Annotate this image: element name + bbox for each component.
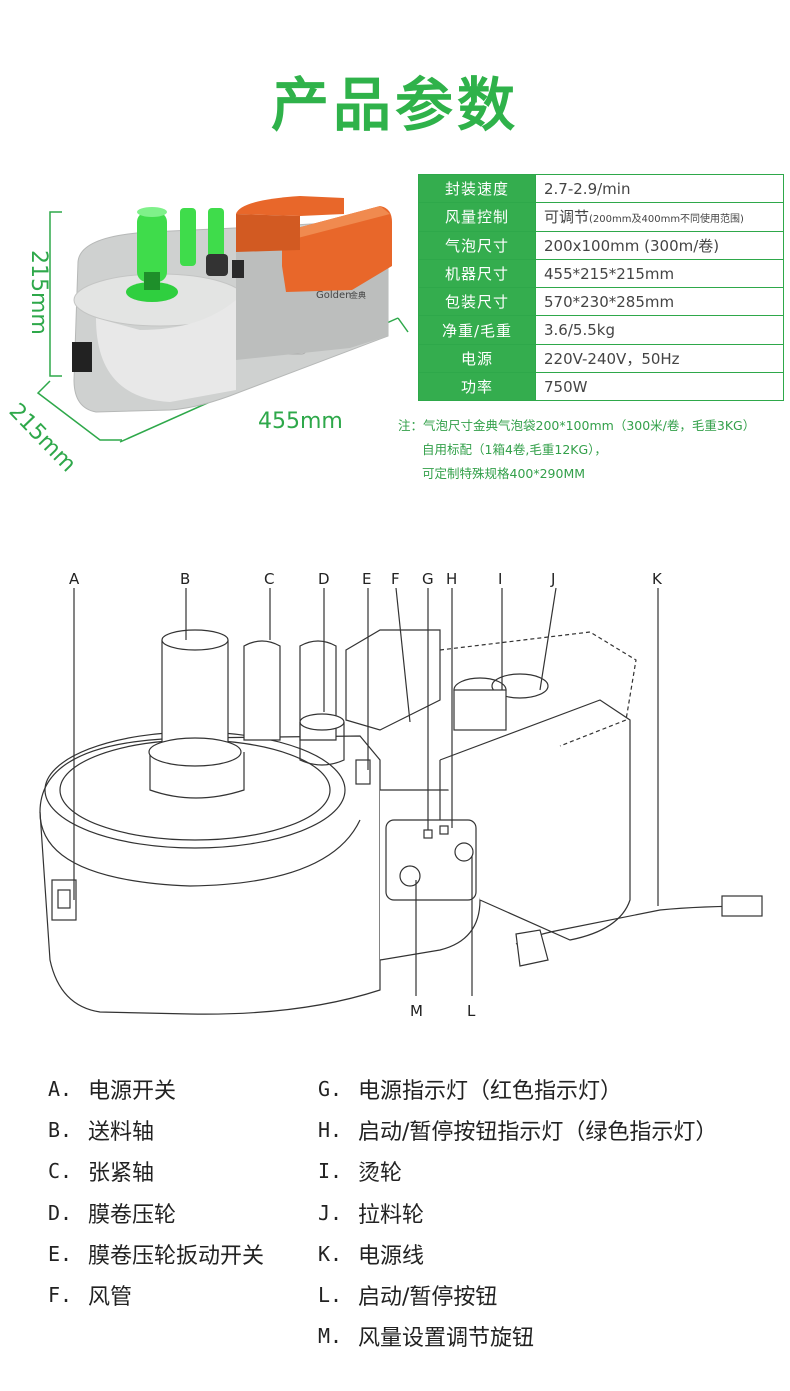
- callout-letter-h: H: [446, 570, 458, 588]
- legend-item: K.电源线: [318, 1241, 425, 1269]
- legend-item: J.拉料轮: [318, 1200, 425, 1228]
- spec-key: 包装尺寸: [418, 287, 536, 317]
- legend-right: G.电源指示灯（红色指示灯） H.启动/暂停按钮指示灯（绿色指示灯） I.烫轮 …: [318, 1068, 717, 1357]
- callout-letter-c: C: [264, 570, 275, 588]
- spec-value: 200x100mm (300m/卷): [535, 230, 784, 260]
- spec-note: (200mm及400mm不同使用范围): [589, 214, 744, 226]
- spec-key: 功率: [418, 372, 536, 402]
- legend-item: L.启动/暂停按钮: [318, 1283, 498, 1311]
- spec-key: 机器尺寸: [418, 258, 536, 289]
- spec-value: 2.7-2.9/min: [535, 173, 784, 204]
- note-line: 注：气泡尺寸金典气泡袋200*100mm（300米/卷，毛重3KG）: [398, 418, 756, 433]
- callout-letter-j: J: [551, 570, 556, 588]
- spec-value: 可调节(200mm及400mm不同使用范围): [535, 202, 784, 232]
- legend-item: D.膜卷压轮: [48, 1200, 177, 1228]
- spec-value: 455*215*215mm: [535, 258, 784, 289]
- legend-left: A.电源开关 B.送料轴 C.张紧轴 D.膜卷压轮 E.膜卷压轮扳动开关 F.风…: [48, 1068, 264, 1316]
- callout-letter-i: I: [498, 570, 503, 588]
- callout-letter-d: D: [318, 570, 330, 588]
- legend-item: M.风量设置调节旋钮: [318, 1324, 535, 1352]
- dimension-width: 455mm: [258, 409, 343, 434]
- callout-letter-f: F: [391, 570, 400, 588]
- spec-key: 风量控制: [418, 202, 536, 232]
- machine-diagram: [39, 587, 763, 1015]
- machine-photo: Golden 金典 215mm 215mm 455mm: [4, 196, 409, 477]
- callout-letter-e: E: [362, 570, 372, 588]
- legend-item: G.电源指示灯（红色指示灯）: [318, 1076, 623, 1104]
- dimension-depth: 215mm: [4, 399, 81, 477]
- legend-item: F.风管: [48, 1283, 133, 1311]
- callout-letter-l: L: [467, 1002, 476, 1020]
- spec-key: 电源: [418, 343, 536, 374]
- callout-letter-k: K: [652, 570, 662, 588]
- callout-letter-a: A: [69, 570, 80, 588]
- note-line: 自用标配（1箱4卷,毛重12KG），: [422, 442, 607, 457]
- brand-logo: Golden: [316, 290, 351, 301]
- spec-key: 封装速度: [418, 173, 536, 204]
- legend-item: H.启动/暂停按钮指示灯（绿色指示灯）: [318, 1117, 718, 1145]
- note-line: 可定制特殊规格400*290MM: [422, 466, 586, 481]
- dimension-height: 215mm: [26, 250, 51, 335]
- spec-notes: 注：气泡尺寸金典气泡袋200*100mm（300米/卷，毛重3KG） 自用标配（…: [398, 414, 755, 486]
- spec-value: 750W: [535, 372, 784, 402]
- spec-value: 220V-240V，50Hz: [535, 343, 784, 374]
- legend-item: A.电源开关: [48, 1076, 177, 1104]
- spec-value: 570*230*285mm: [535, 287, 784, 317]
- legend-item: B.送料轴: [48, 1117, 155, 1145]
- page-title: 产品参数: [270, 71, 519, 139]
- callout-letter-g: G: [422, 570, 434, 588]
- spec-key: 净重/毛重: [418, 315, 536, 345]
- legend-item: I.烫轮: [318, 1159, 403, 1187]
- brand-cn: 金典: [350, 290, 366, 300]
- spec-key: 气泡尺寸: [418, 230, 536, 260]
- callout-letter-b: B: [180, 570, 191, 588]
- callout-letter-m: M: [410, 1002, 423, 1020]
- spec-value: 3.6/5.5kg: [535, 315, 784, 345]
- spec-row: 风量控制可调节(200mm及400mm不同使用范围): [418, 202, 784, 232]
- legend-item: C.张紧轴: [48, 1159, 155, 1187]
- legend-item: E.膜卷压轮扳动开关: [48, 1241, 265, 1269]
